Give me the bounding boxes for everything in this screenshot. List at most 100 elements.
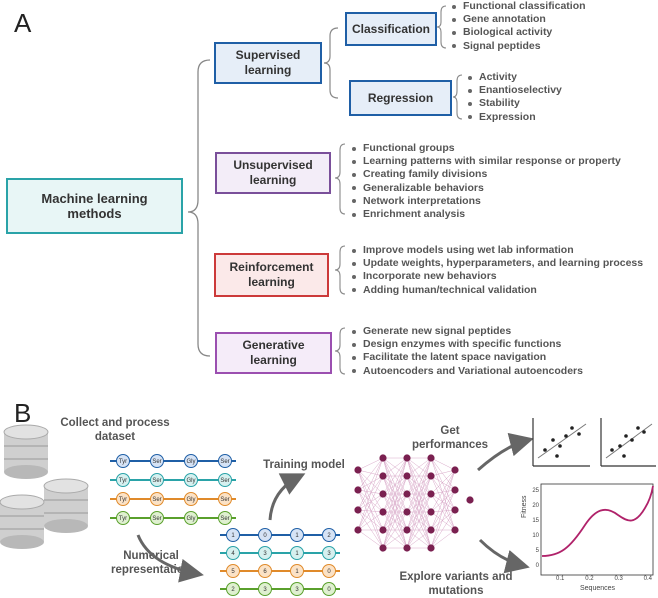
nn-edge [430,475,456,531]
nn-edge [430,493,456,511]
reinforcement-list: Improve models using wet lab information… [352,244,643,297]
ytick: 10 [532,533,539,539]
nn-edge [430,493,456,531]
nn-edge [430,457,456,491]
nn-edge [382,475,408,549]
numeric-node: 4 [226,546,240,560]
nn-edge [430,509,456,531]
nn-edge [357,489,384,531]
nn-edge [406,511,432,549]
amino-acid-node: Gly [184,511,198,525]
explore-arrow [478,538,530,574]
numeric-node: 0 [258,528,272,542]
nn-edge [357,529,384,549]
nn-edge [357,475,384,511]
regression-brace [452,74,463,120]
nn-edge [430,457,456,471]
nn-node [403,472,411,480]
nn-node [354,466,362,474]
list-item: Incorporate new behaviors [352,270,643,283]
sequence-row-line [220,570,340,572]
nn-edge [430,489,456,495]
nn-edge [357,469,384,477]
list-item: Learning patterns with similar response … [352,155,621,168]
list-item: Adding human/technical validation [352,284,643,297]
nn-edge [406,457,432,513]
performance-arrow [477,432,534,472]
list-item: Improve models using wet lab information [352,244,643,257]
numeric-node: 3 [258,546,272,560]
reinforcement-box: Reinforcement learning [214,253,329,297]
xtick: 0.1 [556,576,565,582]
generative-label: Generative learning [242,338,305,367]
list-item: Signal peptides [452,40,586,53]
amino-acid-node: Gly [184,492,198,506]
amino-acid-node: Tyr [116,454,130,468]
amino-acid-node: Ser [218,492,232,506]
nn-node [379,454,387,462]
sequence-row-line [110,517,236,519]
numeric-node: 1 [290,546,304,560]
list-item: Biological activity [452,26,586,39]
nn-edge [430,475,456,511]
unsupervised-brace [334,143,346,215]
list-item: Design enzymes with specific functions [352,338,583,351]
list-item: Generalizable behaviors [352,182,621,195]
xtick: 0.4 [643,576,652,582]
supervised-brace [323,27,339,99]
nn-edge [406,457,432,477]
amino-acid-node: Ser [218,473,232,487]
ytick: 25 [532,488,539,494]
nn-edge [357,469,384,549]
numeric-node: 6 [258,564,272,578]
nn-edge [357,475,384,491]
nn-edge [357,457,384,531]
nn-node [427,454,435,462]
nn-node [466,496,474,504]
nn-node [379,490,387,498]
reinforcement-label: Reinforcement learning [229,260,314,289]
list-item: Expression [468,111,562,124]
regression-list: Activity Enantioselectivy Stability Expr… [468,71,562,124]
fitness-chart [540,483,654,576]
nn-node [403,526,411,534]
nn-edge [382,457,408,531]
nn-edge [357,493,384,531]
nn-edge [430,509,456,513]
unsupervised-box: Unsupervised learning [215,152,331,194]
nn-node [451,526,459,534]
nn-edge [357,493,384,511]
classification-brace [436,5,447,49]
nn-edge [357,509,384,531]
nn-edge [430,489,456,531]
nn-edge [357,457,384,511]
unsupervised-label: Unsupervised learning [233,158,313,187]
database-icon [0,424,89,549]
nn-node [427,508,435,516]
nn-edge [406,475,432,549]
reinforcement-brace [334,245,346,295]
generative-brace [334,327,346,375]
list-item: Gene annotation [452,13,586,26]
nn-edge [357,509,384,513]
numeric-node: 3 [258,582,272,596]
nn-edge [382,511,408,549]
fitness-xticks: 0.1 0.2 0.3 0.4 [556,576,652,582]
scatter-plot-1 [532,418,590,467]
nn-edge [430,475,456,491]
root-label: Machine learning methods [41,191,148,221]
numeric-node: 2 [322,528,336,542]
nn-node [403,454,411,462]
nn-node [451,506,459,514]
numeric-node: 3 [322,546,336,560]
nn-edge [357,457,384,491]
list-item: Activity [468,71,562,84]
xtick: 0.2 [585,576,594,582]
amino-acid-node: Ser [150,492,164,506]
ytick: 0 [535,563,539,569]
unsupervised-list: Functional groups Learning patterns with… [352,142,621,221]
sequence-row-line [220,588,340,590]
list-item: Autoencoders and Variational autoencoder… [352,365,583,378]
